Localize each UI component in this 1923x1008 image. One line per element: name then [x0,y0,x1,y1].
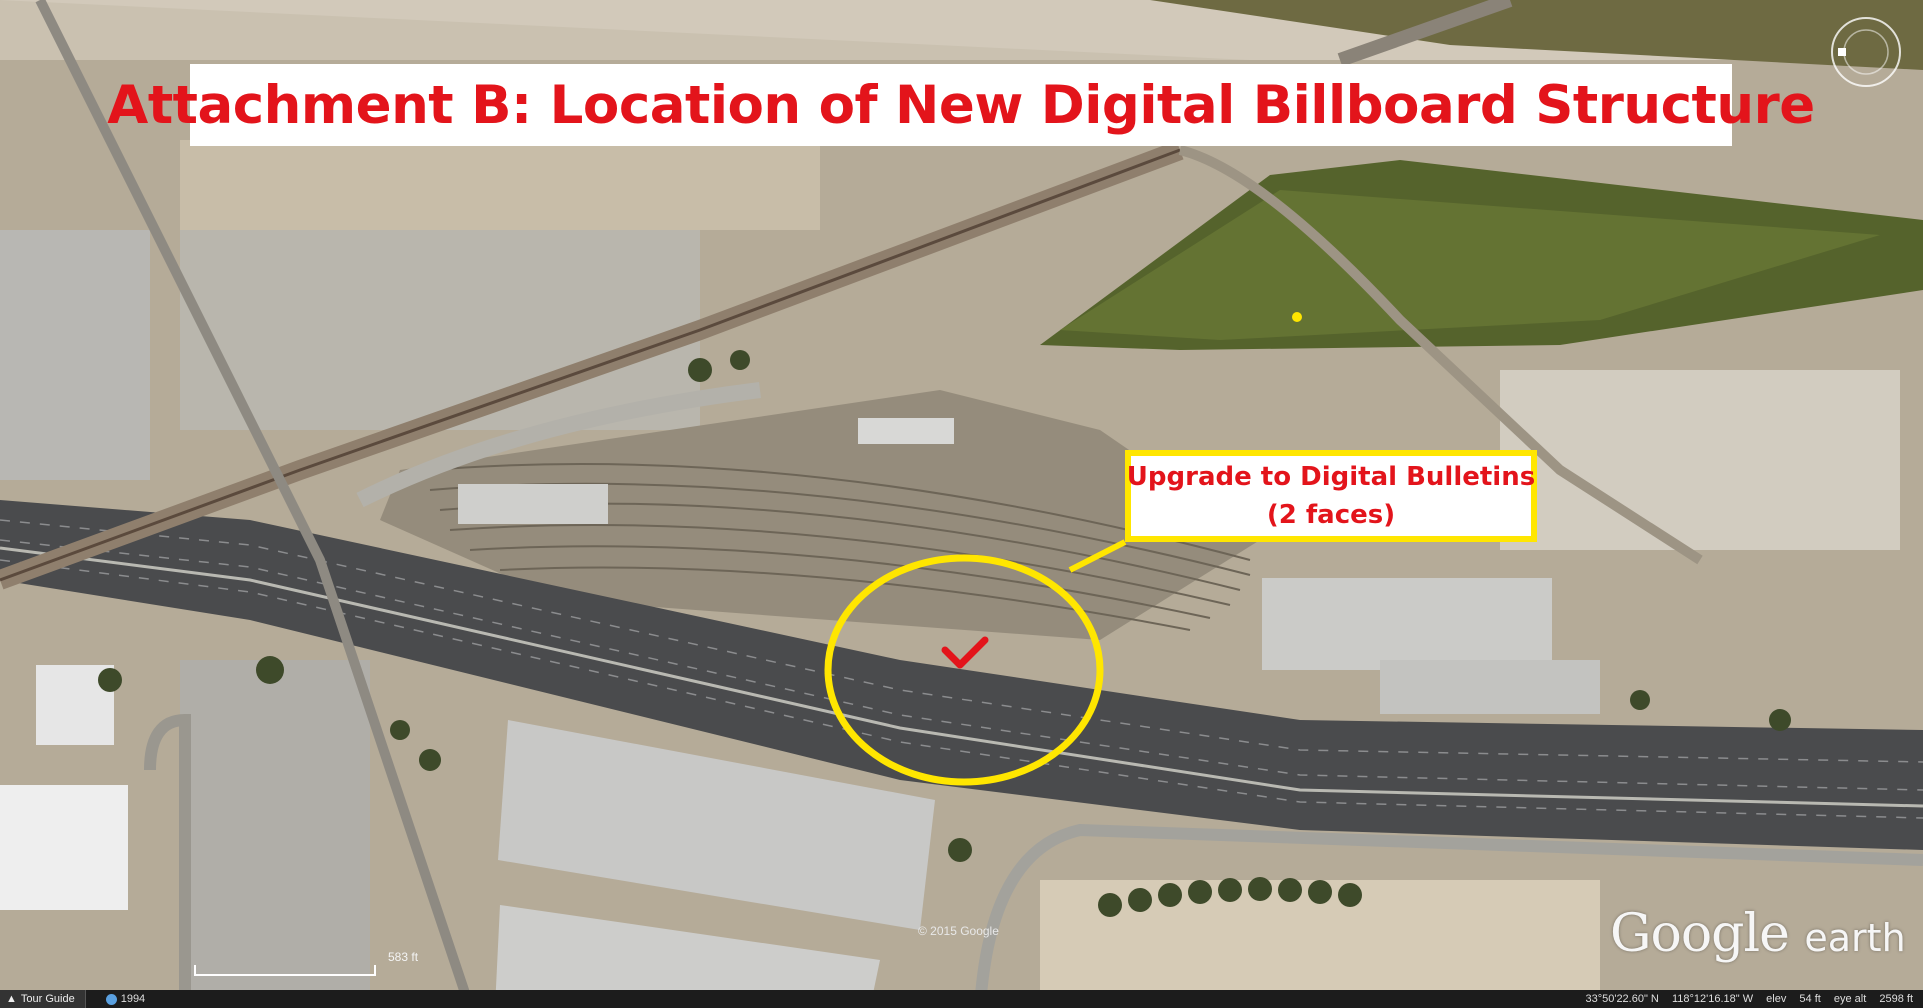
compass-icon[interactable] [1826,12,1906,92]
callout-line-1: Upgrade to Digital Bulletins [1126,462,1536,492]
location-highlight-circle[interactable] [824,554,1104,786]
elevation-value: 54 ft [1799,993,1821,1005]
checkmark-marker-icon[interactable] [941,636,989,669]
top-right-field [1150,0,1923,70]
scale-label: 583 ft [388,950,419,964]
road-bottom-right [974,823,1923,1008]
road-loop-left [144,713,191,1008]
freeway [0,500,1923,850]
eye-alt-label: eye alt [1833,993,1867,1005]
tour-guide-button[interactable]: ▲ Tour Guide [0,990,86,1008]
wetland-inner [1060,190,1880,340]
small-building [858,418,954,444]
road-diagonal [35,0,475,1008]
elevation-label: elev [1766,993,1787,1005]
yard-building [458,484,608,524]
parking-lot-bottom [180,660,370,990]
warehouse-right-annex [1380,660,1600,714]
latitude: 33°50'22.60" N [1585,993,1659,1005]
logo-word-earth: earth [1804,916,1906,960]
tour-guide-icon: ▲ [6,993,17,1005]
truck-yard [180,230,700,430]
eye-alt-value: 2598 ft [1879,993,1913,1005]
building-bottom-left [0,785,128,910]
parking-lot-left [0,230,150,480]
sand-lot [180,140,820,230]
warehouse-center [498,720,935,930]
warehouse-bottom [495,905,880,1008]
google-earth-logo: Google earth [1610,904,1906,964]
callout-line-2: (2 faces) [1266,500,1396,530]
historical-imagery-date[interactable]: 1994 [105,993,146,1005]
tree-clusters [98,350,1791,917]
tour-guide-label: Tour Guide [20,993,75,1005]
lane-markings [0,519,1923,819]
globe-icon [105,993,117,1005]
status-bar: ▲ Tour Guide 1994 33°50'22.60" N 118°12'… [0,990,1923,1008]
imagery-year: 1994 [120,993,146,1005]
longitude: 118°12'16.18" W [1671,993,1754,1005]
coordinates-readout: 33°50'22.60" N 118°12'16.18" W elev 54 f… [1575,993,1913,1005]
copyright-text: © 2015 Google [918,924,999,938]
page-title: Attachment B: Location of New Digital Bi… [107,74,1815,136]
freeway-median [0,546,1923,808]
placemark-dot-icon[interactable] [1292,312,1302,322]
top-overpass [1337,0,1513,67]
callout-leader-line [1068,539,1127,573]
callout-box: Upgrade to Digital Bulletins (2 faces) [1125,450,1537,542]
scale-bar [194,965,376,976]
elevated-rail-track [0,148,1181,582]
warehouse-right [1262,578,1552,670]
access-road [356,382,761,508]
logo-word-google: Google [1610,904,1790,964]
rail-curve [1178,145,1703,565]
right-lot [1500,370,1900,550]
title-banner: Attachment B: Location of New Digital Bi… [107,64,1815,146]
